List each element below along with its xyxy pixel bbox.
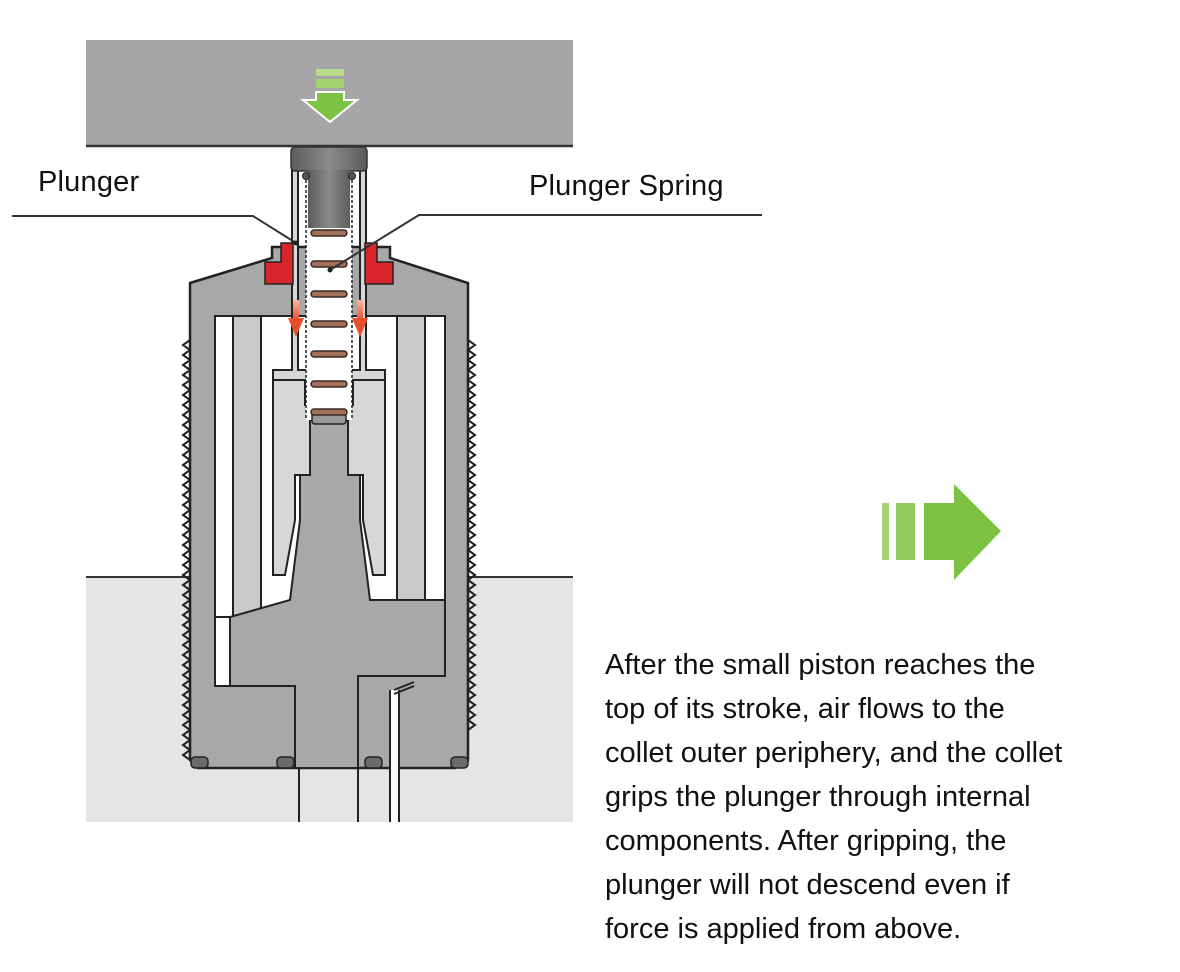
air-flow-arrow-right-icon: [352, 300, 368, 337]
description-line: grips the plunger through internal: [605, 781, 1031, 813]
seal-left: [264, 242, 294, 285]
description-line: top of its stroke, air flows to the: [605, 693, 1005, 725]
plunger-leader-line: [12, 215, 297, 244]
description-line: components. After gripping, the: [605, 825, 1007, 857]
plunger-rod-top: [308, 170, 350, 228]
description-line: plunger will not descend even if: [605, 869, 1010, 901]
thread-left: [181, 339, 192, 761]
air-flow-arrow-left-icon: [288, 300, 304, 337]
plunger-spring-label: Plunger Spring: [529, 170, 724, 202]
small-piston: [229, 419, 446, 769]
plunger-label: Plunger: [38, 166, 140, 198]
description-text: After the small piston reaches the top o…: [605, 643, 1180, 951]
plunger-cap: [290, 146, 368, 172]
description-line: collet outer periphery, and the collet: [605, 737, 1063, 769]
description-line: After the small piston reaches the: [605, 649, 1036, 681]
air-port: [390, 690, 399, 822]
collet-sleeve-left: [232, 315, 262, 618]
o-rings: [190, 756, 469, 769]
thread-right: [466, 339, 477, 731]
description-line: force is applied from above.: [605, 913, 962, 945]
plunger-spring: [310, 229, 348, 416]
next-step-right-arrow-icon: [882, 484, 1001, 580]
force-down-arrow-icon: [300, 69, 360, 124]
collet-sleeve-right: [396, 315, 426, 618]
seal-right: [364, 242, 394, 285]
plunger-spring-leader-line: [329, 214, 762, 271]
